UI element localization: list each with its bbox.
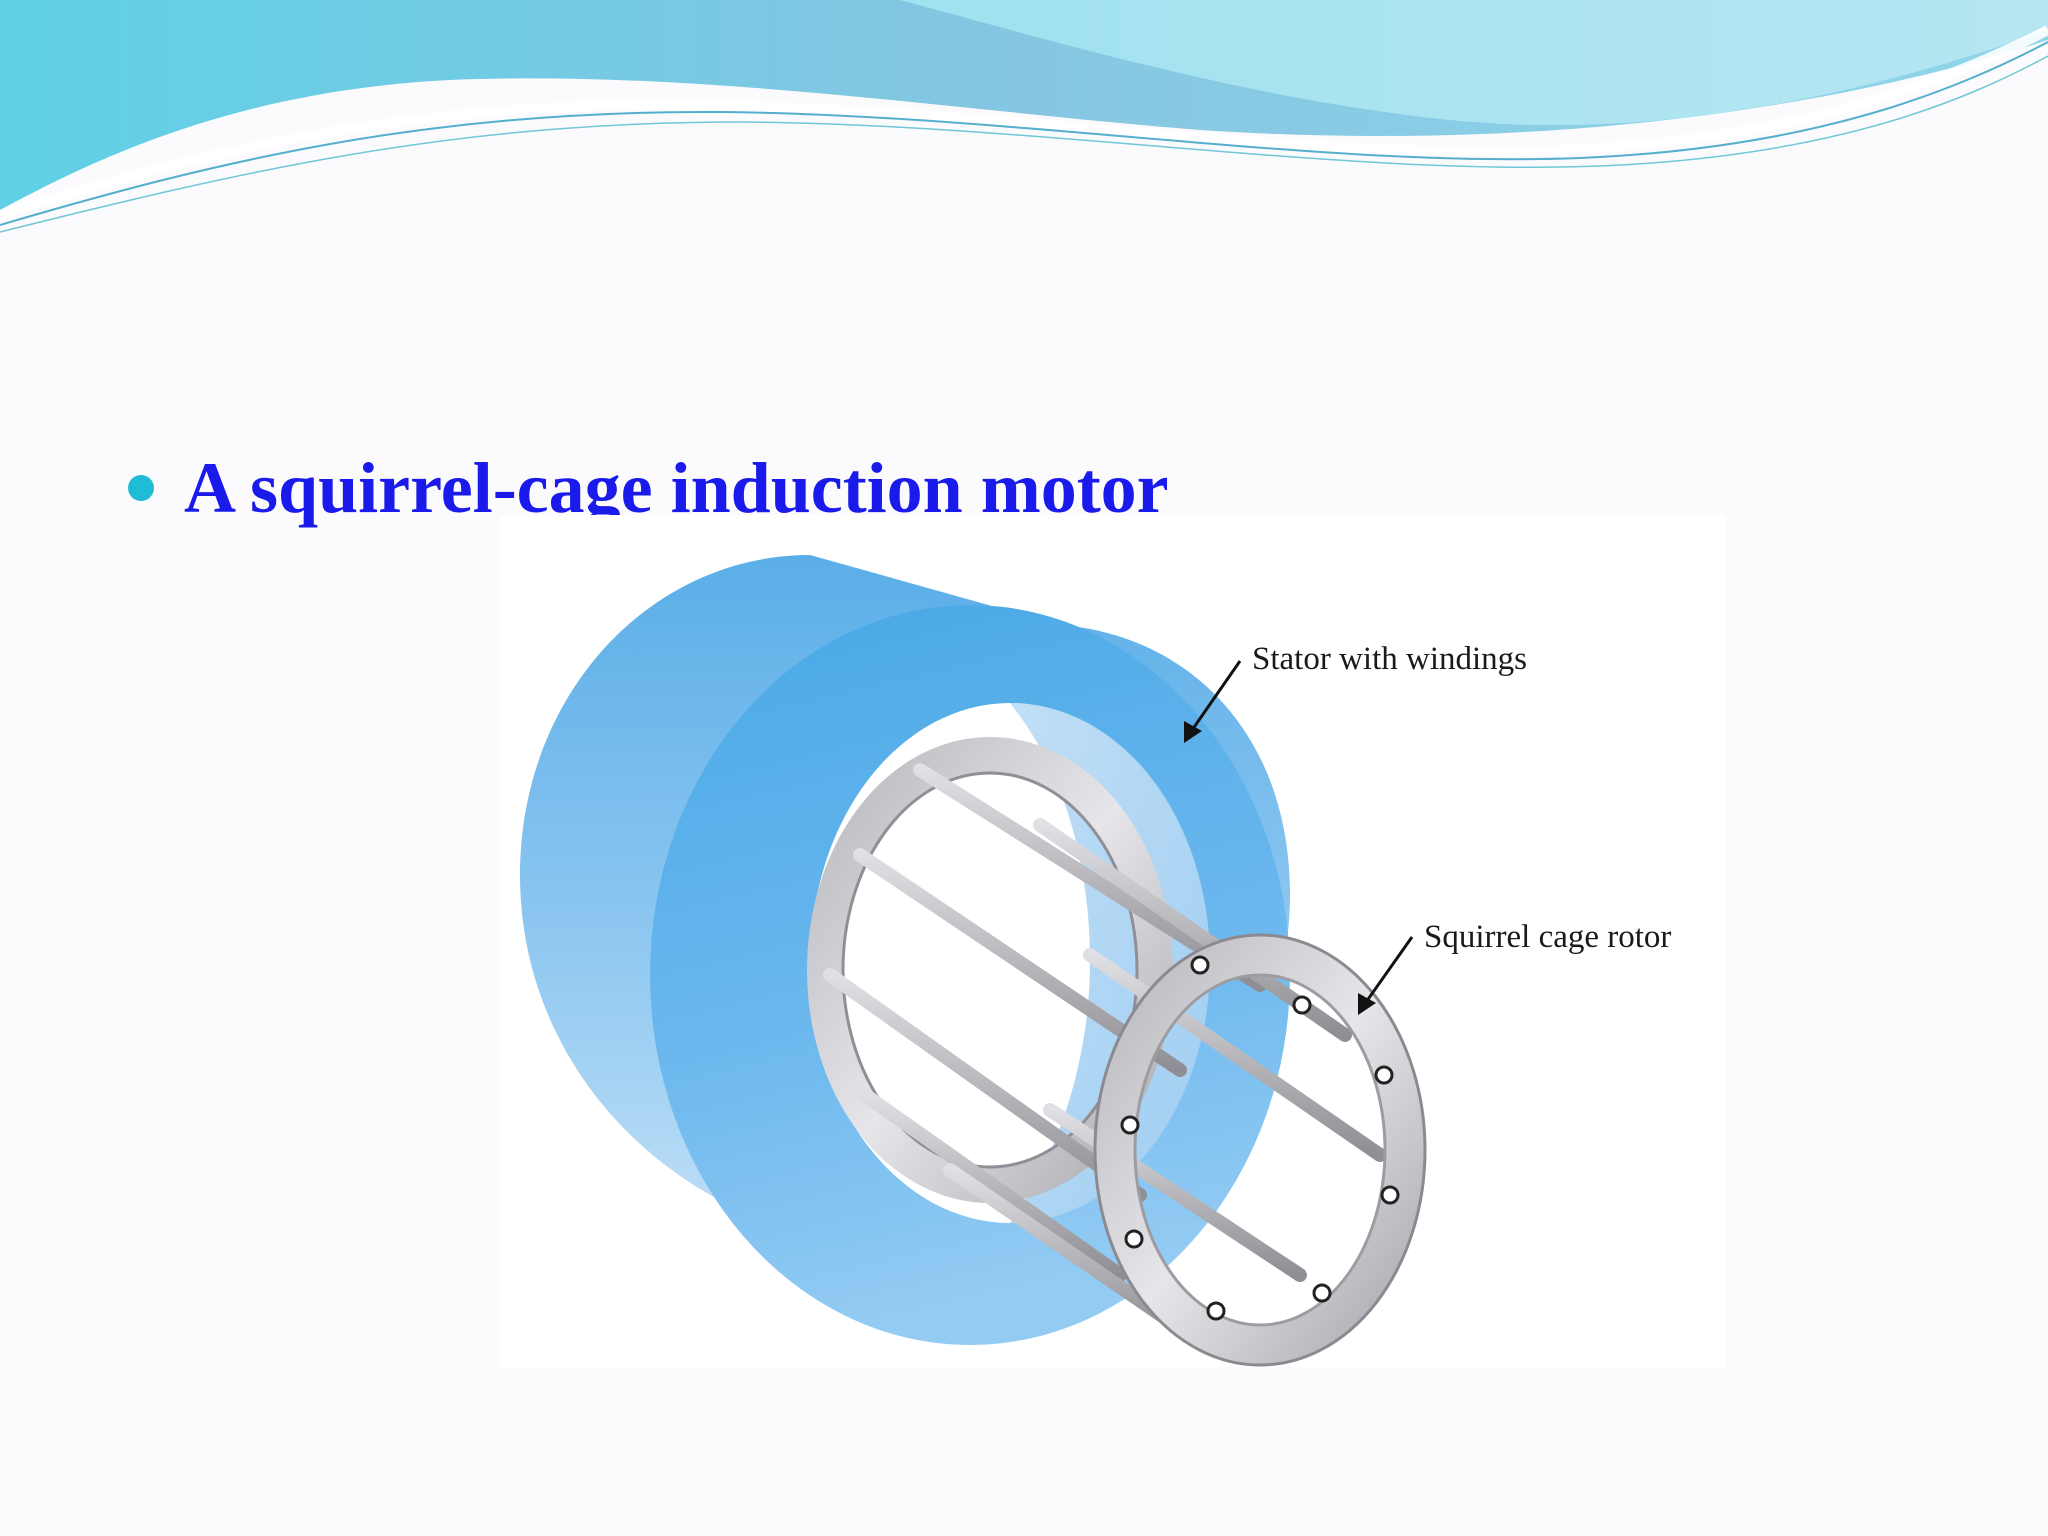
rotor-label: Squirrel cage rotor: [1424, 919, 1672, 955]
stator-callout-arrow: [1184, 660, 1242, 743]
rotor-callout-arrow: [1358, 936, 1414, 1015]
header-wave-decoration: [0, 0, 2048, 233]
bullet-dot-icon: [128, 475, 154, 501]
squirrel-cage-rotor: [807, 737, 1427, 1367]
stator: [520, 555, 1290, 1345]
stator-label: Stator with windings: [1252, 641, 1528, 677]
motor-figure: Stator with windings Squirrel cage rotor: [500, 515, 1726, 1367]
bullet-item: A squirrel-cage induction motor: [128, 438, 1169, 538]
bullet-title-text: A squirrel-cage induction motor: [184, 448, 1169, 528]
squirrel-cage-motor-illustration: [520, 555, 1427, 1367]
